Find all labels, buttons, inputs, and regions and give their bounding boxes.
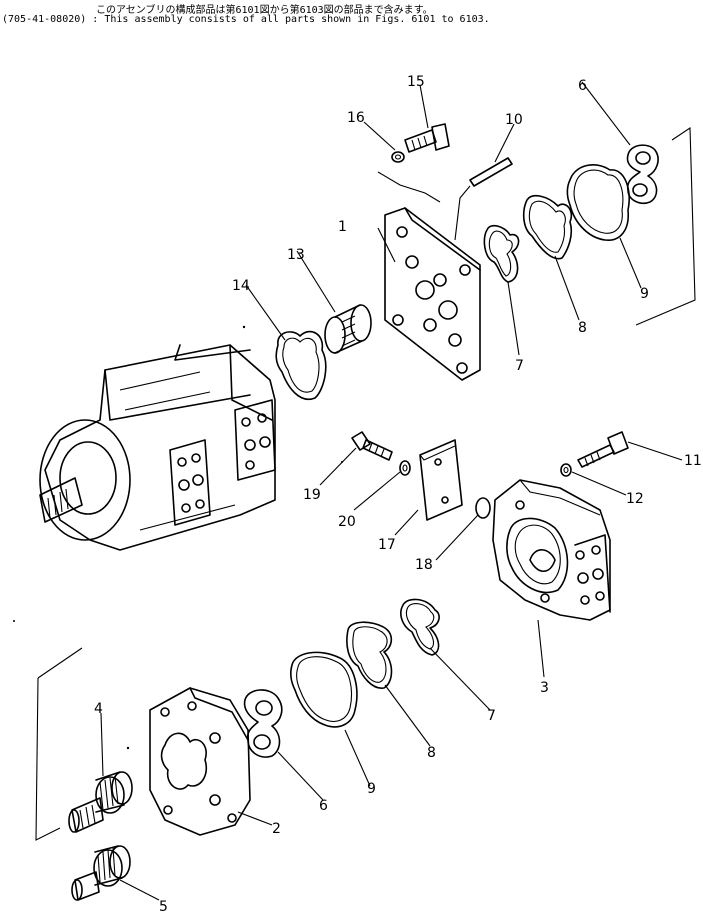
- gasket-7-lower: [400, 598, 440, 656]
- callout-16: 16: [347, 110, 365, 126]
- callout-9-upper: 9: [640, 286, 649, 302]
- plate-6-upper: [626, 144, 659, 205]
- plate-17: [419, 439, 463, 521]
- gear-housing-2: [149, 687, 251, 836]
- gear-shaft-4: [68, 771, 133, 833]
- housing-3: [492, 479, 611, 621]
- callout-6-upper: 6: [578, 78, 587, 94]
- callout-4: 4: [94, 701, 103, 717]
- callout-15: 15: [407, 74, 425, 90]
- callout-7-lower: 7: [487, 708, 496, 724]
- pin-10: [469, 157, 513, 187]
- assembly-note-japanese: このアセンブリの構成部品は第6101図から第6103図の部品まで含みます。: [96, 5, 433, 16]
- callout-8-upper: 8: [578, 320, 587, 336]
- callout-1: 1: [338, 219, 347, 235]
- bracket-upper-left: [377, 171, 441, 203]
- scan-specks: [13, 325, 343, 750]
- callout-3: 3: [540, 680, 549, 696]
- bushing-13: [324, 304, 372, 354]
- callout-labels: 1 2 3 4 5 6 6 7 7 8 8 9 9 10 11 12 13 14…: [94, 74, 702, 912]
- callout-19: 19: [303, 487, 321, 503]
- gasket-14: [275, 330, 327, 401]
- leader-lines: [100, 81, 683, 901]
- gasket-7-upper: [483, 224, 520, 283]
- gasket-8-upper: [522, 194, 573, 260]
- callout-20: 20: [338, 514, 356, 530]
- gasket-9-lower: [289, 651, 358, 728]
- o-ring-18: [475, 497, 491, 519]
- bracket-lower-left: [35, 647, 83, 841]
- callout-8-lower: 8: [427, 745, 436, 761]
- callout-6-lower: 6: [319, 798, 328, 814]
- washer-16: [391, 151, 405, 163]
- callout-11: 11: [684, 453, 702, 469]
- bracket-upper-right: [635, 126, 696, 326]
- bolt-15: [404, 123, 450, 153]
- header-note: このアセンブリの構成部品は第6101図から第6103図の部品まで含みます。 (7…: [0, 0, 703, 40]
- callout-17: 17: [378, 537, 396, 553]
- callout-7-upper: 7: [515, 358, 524, 374]
- callout-18: 18: [415, 557, 433, 573]
- gear-5: [71, 845, 131, 901]
- assembly-note-english: (705-41-08020) : This assembly consists …: [2, 14, 490, 25]
- callout-9-lower: 9: [367, 781, 376, 797]
- callout-5: 5: [159, 899, 168, 912]
- pump-body-assembly: [39, 344, 276, 551]
- bolt-19: [351, 431, 393, 461]
- plate-6-lower: [243, 689, 283, 758]
- washer-20: [399, 460, 411, 476]
- bolt-11: [577, 431, 629, 468]
- callout-10: 10: [505, 112, 523, 128]
- callout-12: 12: [626, 491, 644, 507]
- gasket-8-lower: [346, 621, 393, 689]
- callout-2: 2: [272, 821, 281, 837]
- cover-plate-1: [384, 207, 481, 381]
- gasket-9-upper: [566, 164, 630, 241]
- washer-12: [560, 463, 572, 477]
- callout-13: 13: [287, 247, 305, 263]
- callout-14: 14: [232, 278, 250, 294]
- pin-leader-10: [454, 185, 471, 241]
